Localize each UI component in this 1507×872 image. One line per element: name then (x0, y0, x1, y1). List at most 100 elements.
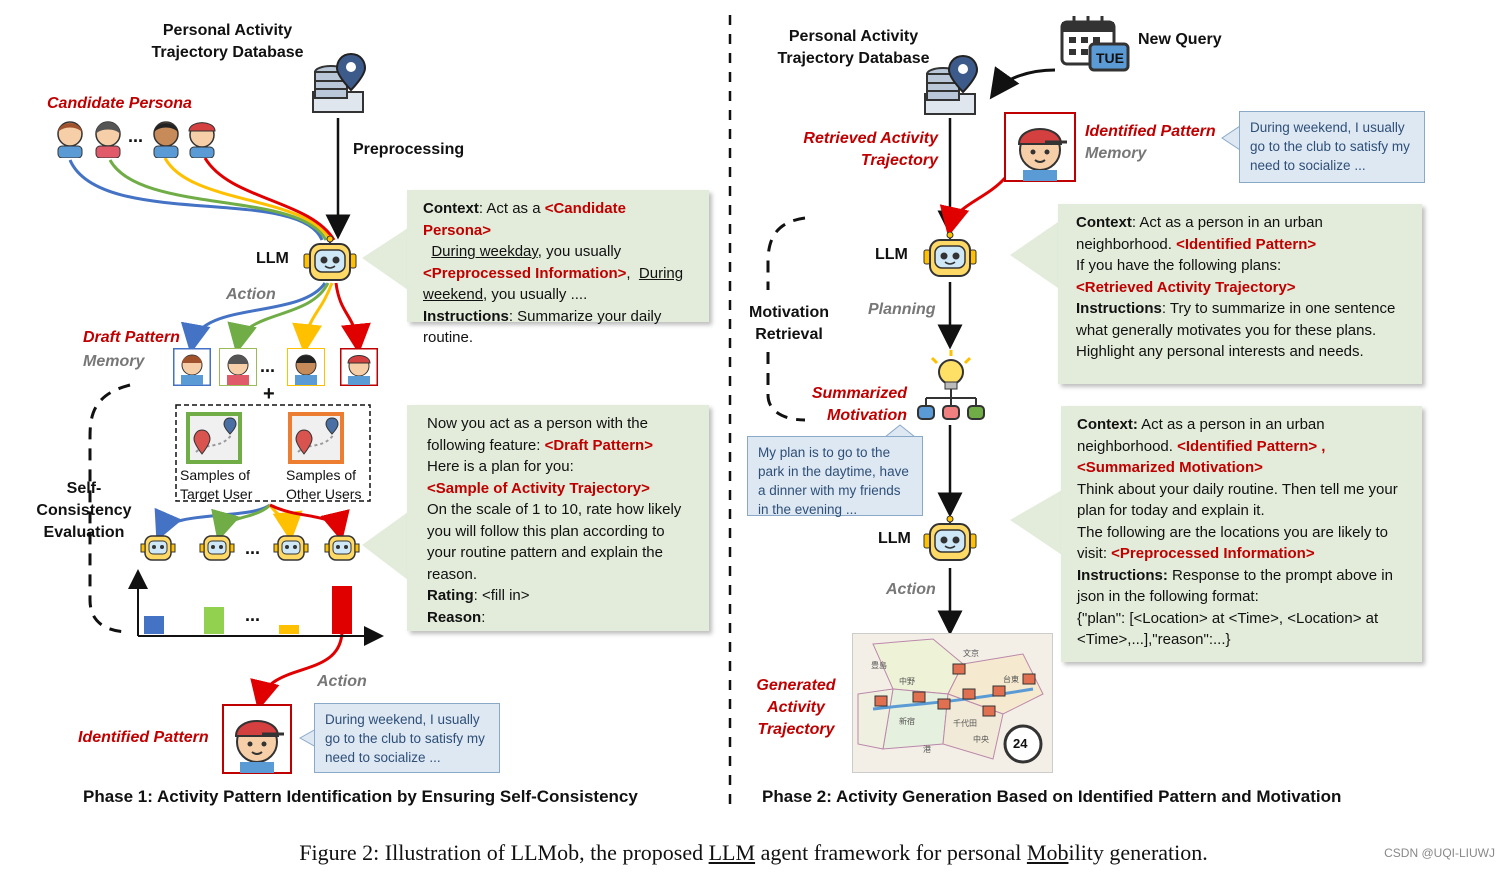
p1-rating-prompt: Now you act as a person with the followi… (407, 405, 709, 631)
trajectory-map: 豊島 中野 新宿 千代田 中央 台東 港 文京 24 (852, 633, 1053, 773)
prompt-text: The following are the locations you are … (1077, 523, 1389, 563)
p1-memory-label: Memory (83, 353, 145, 370)
phase2-title: Phase 2: Activity Generation Based on Id… (762, 787, 1342, 806)
draft-avatar-icon (340, 348, 378, 386)
p1-action2-label: Action (317, 673, 367, 690)
preprocessed-info-tag: <Preprocessed Information> (423, 264, 627, 282)
identified-pattern-tag: <Identified Pattern> (1176, 235, 1317, 253)
context-label: Context (1076, 214, 1132, 231)
prompt-text: : <fill in> (473, 587, 530, 604)
watermark: CSDN @UQI-LIUWJ (1384, 846, 1495, 860)
sample-trajectory-tag: <Sample of Activity Trajectory> (427, 479, 650, 497)
map-label: 台東 (1003, 675, 1019, 684)
persona-avatars: ... (52, 118, 222, 158)
persona-avatar-icon (95, 121, 121, 158)
plus-sign: + (263, 383, 275, 405)
persona-avatar-icon (57, 121, 83, 158)
rating-label: Rating (427, 587, 474, 604)
preprocessed-info-tag: <Preprocessed Information> (1111, 545, 1315, 562)
ellipsis: ... (260, 356, 276, 376)
preprocessing-label: Preprocessing (353, 141, 465, 158)
instructions-label: Instructions (1076, 300, 1162, 317)
bar-ellipsis: ... (245, 605, 261, 625)
p2-llm1-label: LLM (875, 246, 908, 263)
prompt-text: , you usually (537, 243, 622, 260)
plan-bubble: My plan is to go to the park in the dayt… (747, 436, 923, 517)
evaluator-robot-icon (324, 535, 360, 561)
caption-prefix: Figure 2: Illustration of LLMob, the pro… (299, 840, 709, 865)
retrieved-trajectory-label: Retrieved Activity Trajectory (803, 130, 938, 169)
evaluator-robot-icon (140, 535, 176, 561)
p2-db-title: Personal Activity Trajectory Database (777, 28, 930, 67)
summarized-motivation-tag: <Summarized Motivation> (1077, 459, 1263, 476)
p2-pattern-bubble: During weekend, I usually go to the club… (1239, 111, 1425, 183)
prompt-text: : Summarize your daily routine. (423, 307, 662, 347)
draft-avatar-icon (287, 348, 325, 386)
p1-summarize-prompt: Context: Act as a <Candidate Persona> Du… (407, 190, 709, 346)
prompt-text: Now you act as a person with the (427, 415, 648, 432)
map-label: 中央 (973, 735, 989, 744)
prompt-text: weekend (423, 286, 484, 303)
map-label: 港 (923, 745, 931, 754)
p2-llm2-label: LLM (878, 530, 911, 547)
llm-robot-icon (923, 232, 977, 277)
map-label: 豊島 (871, 661, 887, 670)
prompt-text: following feature: (427, 436, 545, 454)
lightbulb-icon (917, 350, 985, 420)
draft-avatar-icon (219, 348, 257, 386)
p1-llm-label: LLM (256, 250, 289, 267)
instructions-label: Instructions (423, 307, 509, 325)
persona-avatar-icon (188, 122, 216, 158)
evaluator-robot-icon (273, 535, 309, 561)
house-icons (874, 663, 1036, 717)
caption-suffix: ility generation. (1068, 840, 1208, 865)
self-consistency-label: Self-Consistency Evaluation (36, 480, 132, 541)
p2-memory-label: Memory (1085, 145, 1147, 162)
database-icon (312, 52, 367, 113)
prompt-text: If you have the following plans: (1076, 257, 1282, 274)
reason-label: Reason (427, 608, 482, 626)
prompt-text: : Act as a person in an urban neighborho… (1076, 214, 1323, 253)
prompt-text: Think about your daily routine. Then tel… (1077, 480, 1398, 520)
prompt-text: Here is a plan for you: (427, 458, 574, 475)
draft-pattern-label: Draft Pattern (83, 329, 180, 346)
llm-robot-icon (923, 516, 977, 561)
map-label: 中野 (899, 677, 915, 686)
generated-trajectory-label: Generated Activity Trajectory (756, 677, 836, 738)
rating-bar (204, 607, 224, 634)
other-sample-map-icon (288, 412, 344, 464)
database-icon (924, 54, 979, 115)
draft-pattern-tag: <Draft Pattern> (544, 436, 653, 454)
rating-bar (279, 625, 299, 634)
p2-identified-avatar-icon (1004, 112, 1076, 182)
prompt-text: : Act as a (478, 200, 545, 217)
prompt-text: Response to the prompt above in json in … (1077, 566, 1393, 606)
motivation-retrieval-label: Motivation Retrieval (749, 304, 829, 343)
candidate-persona-tag: <Candidate Persona> (423, 200, 626, 239)
rating-bar (332, 586, 352, 634)
samples-target-label: Samples of Target User (180, 467, 253, 502)
ellipsis: ... (245, 538, 261, 558)
persona-avatar-icon (153, 121, 179, 158)
samples-other-label: Samples of Other Users (286, 467, 362, 502)
candidate-persona-label: Candidate Persona (47, 95, 192, 112)
context-label: Context (423, 200, 479, 217)
p1-pattern-bubble: During weekend, I usually go to the club… (314, 703, 500, 773)
p2-identified-pattern-label: Identified Pattern (1085, 123, 1216, 140)
caption-middle: agent framework for personal (755, 840, 1027, 865)
caption-mob: Mob (1026, 840, 1069, 865)
planning-label: Planning (868, 301, 936, 318)
p1-db-title: Personal Activity Trajectory Database (151, 22, 304, 61)
prompt-text: On the scale of 1 to 10, rate how likely… (427, 501, 682, 583)
evaluator-robot-icon (199, 535, 235, 561)
calendar-day: TUE (1096, 50, 1124, 66)
rating-bar (144, 616, 164, 634)
p1-action-label: Action (226, 286, 276, 303)
p2-action-label: Action (886, 581, 936, 598)
new-query-label: New Query (1138, 31, 1222, 48)
prompt-text: During (638, 264, 684, 282)
retrieved-trajectory-tag: <Retrieved Activity Trajectory> (1076, 278, 1296, 296)
figure-caption: Figure 2: Illustration of LLMob, the pro… (0, 840, 1507, 866)
prompt-text: : Try to summarize in one sentence what … (1076, 300, 1396, 360)
